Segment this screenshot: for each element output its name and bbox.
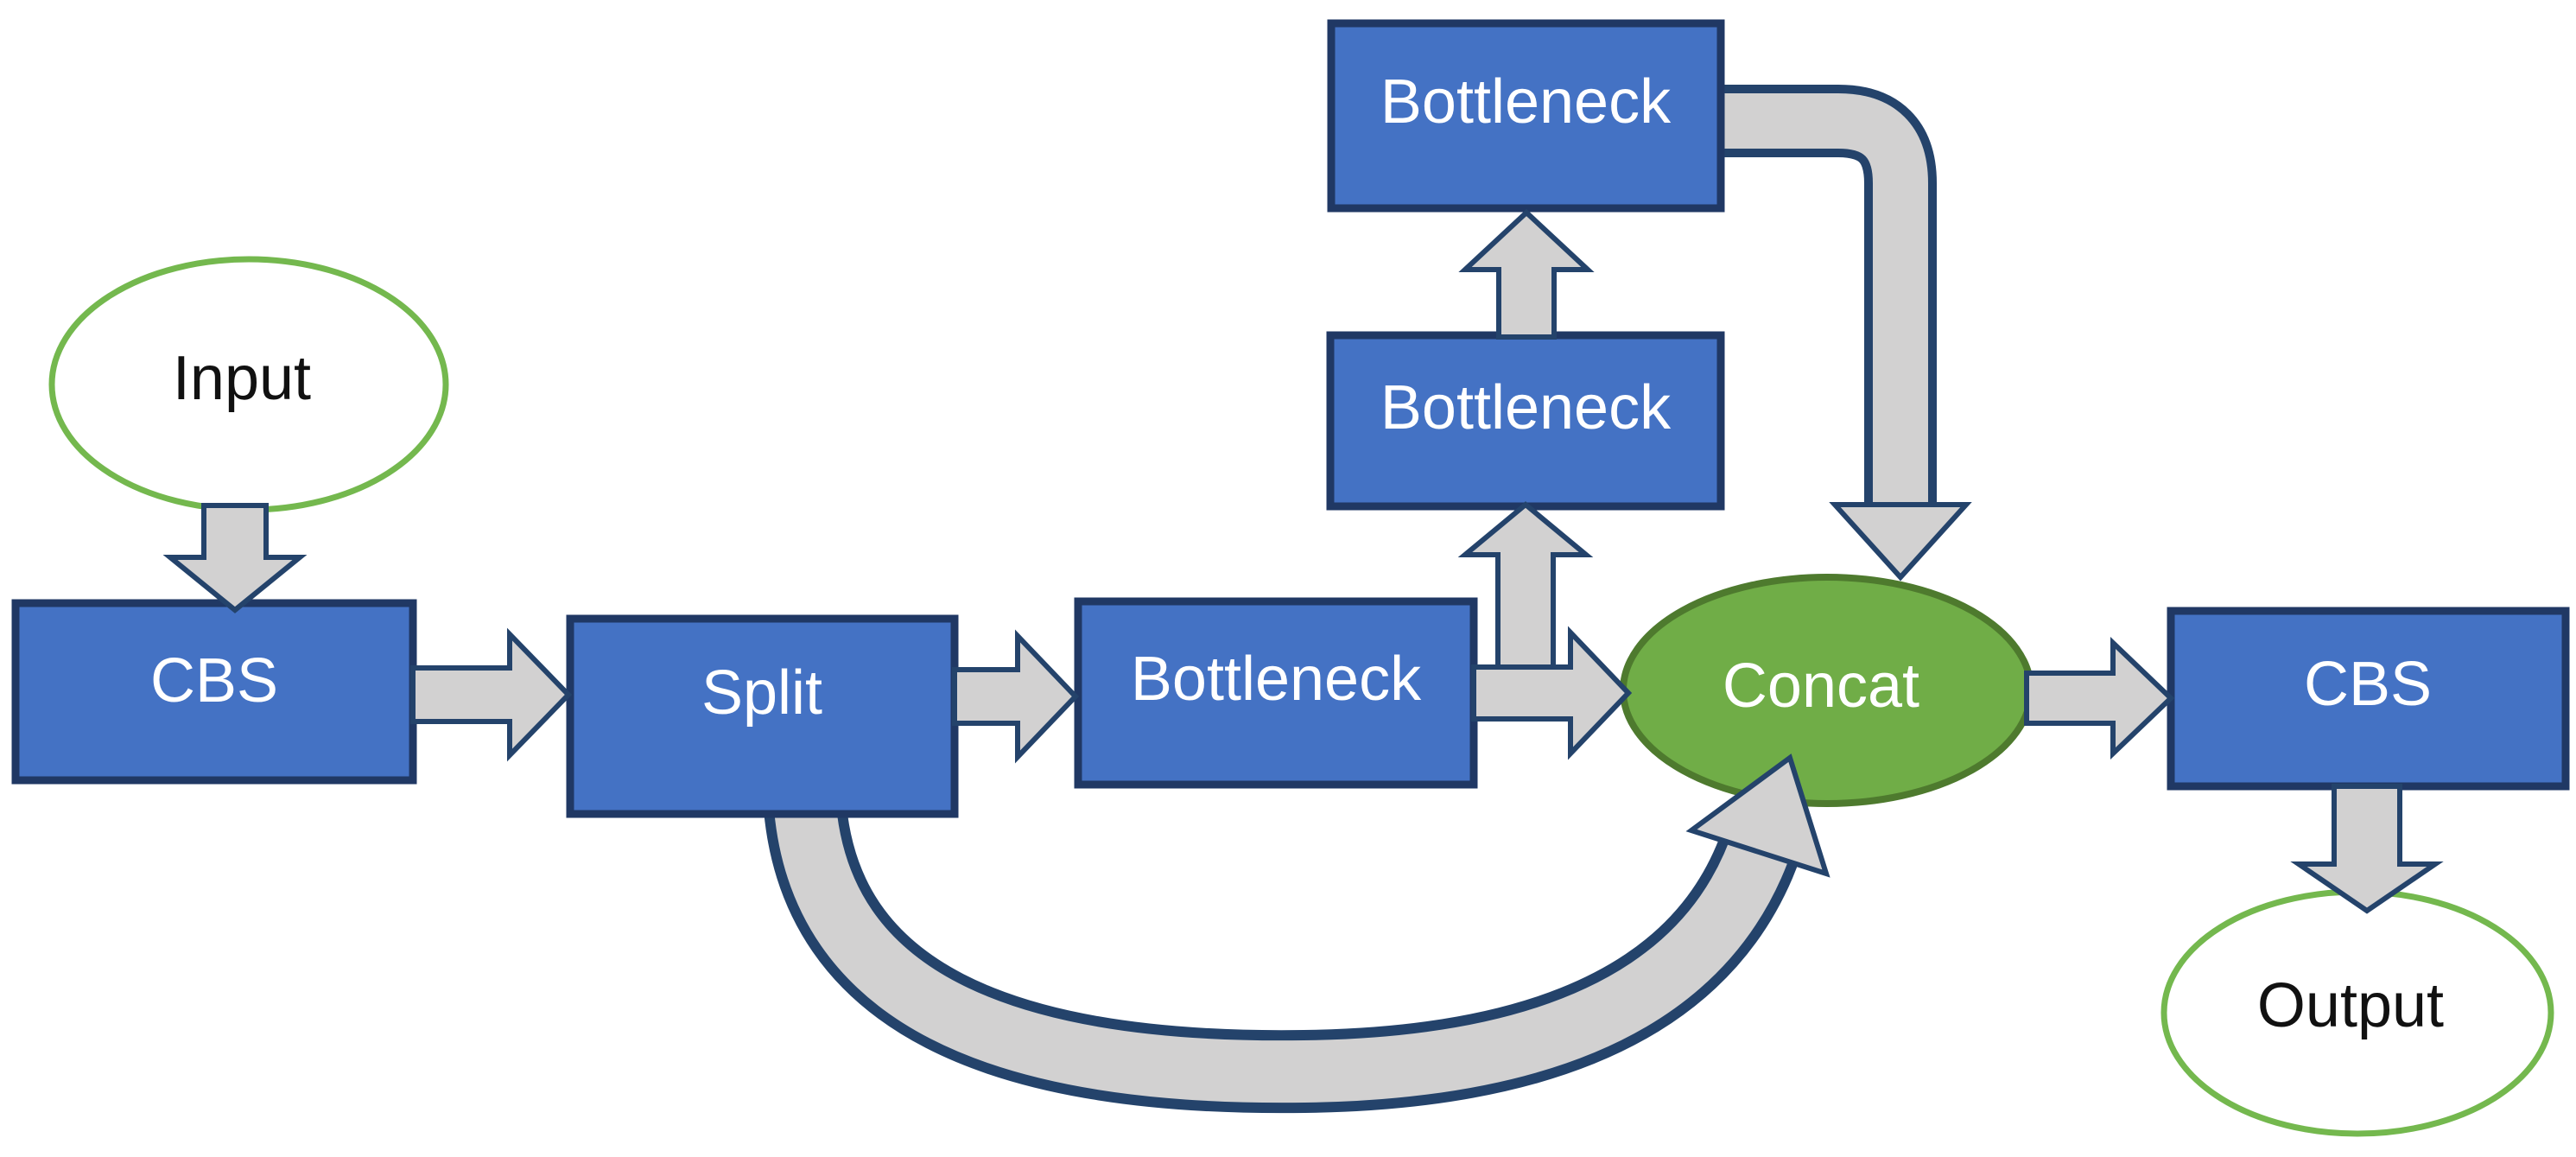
node-split: Split	[566, 614, 959, 818]
curved-band-split-to-concat	[764, 803, 1804, 1114]
output-label: Output	[2257, 971, 2444, 1040]
cbs-1-label: CBS	[150, 646, 278, 715]
bottleneck-top-box	[1327, 19, 1725, 213]
curved-band-body	[774, 804, 1794, 1103]
node-bottleneck-2: Bottleneck	[1326, 331, 1725, 511]
arrow-split-to-bottleneck	[952, 629, 1080, 764]
arrow-bottleneck-to-concat	[1471, 626, 1633, 760]
arrow-bottleneck-to-bottleneck2	[1457, 501, 1594, 672]
curved-band-arrowhead	[1685, 753, 1830, 878]
bottleneck-main-label: Bottleneck	[1131, 645, 1422, 714]
node-bottleneck-main: Bottleneck	[1074, 597, 1478, 789]
node-cbs-2: CBS	[2167, 607, 2570, 791]
bottleneck-top-label: Bottleneck	[1380, 67, 1672, 137]
node-input: Input	[48, 256, 449, 513]
elbow-band-bottleneck-top-to-concat	[1721, 85, 1937, 508]
concat-label: Concat	[1723, 652, 1919, 721]
bottleneck-2-label: Bottleneck	[1380, 373, 1672, 442]
arrow-bottleneck2-to-bottleneckTop	[1458, 208, 1595, 340]
input-label: Input	[173, 344, 311, 413]
arrow-concat-to-cbs2	[2024, 636, 2175, 760]
split-label: Split	[701, 658, 822, 728]
node-output: Output	[2160, 888, 2554, 1137]
arrow-cbs1-to-split	[410, 627, 573, 762]
node-bottleneck-top: Bottleneck	[1327, 19, 1725, 213]
cbs-1-box	[11, 599, 417, 785]
elbow-band-arrowhead	[1829, 502, 1972, 582]
cbs-2-label: CBS	[2304, 650, 2432, 719]
arrow-input-to-cbs1	[162, 503, 308, 613]
arrow-cbs2-to-output	[2290, 784, 2444, 914]
node-cbs-1: CBS	[11, 599, 417, 785]
elbow-band-body	[1721, 93, 1928, 508]
node-concat: Concat	[1620, 574, 2034, 807]
